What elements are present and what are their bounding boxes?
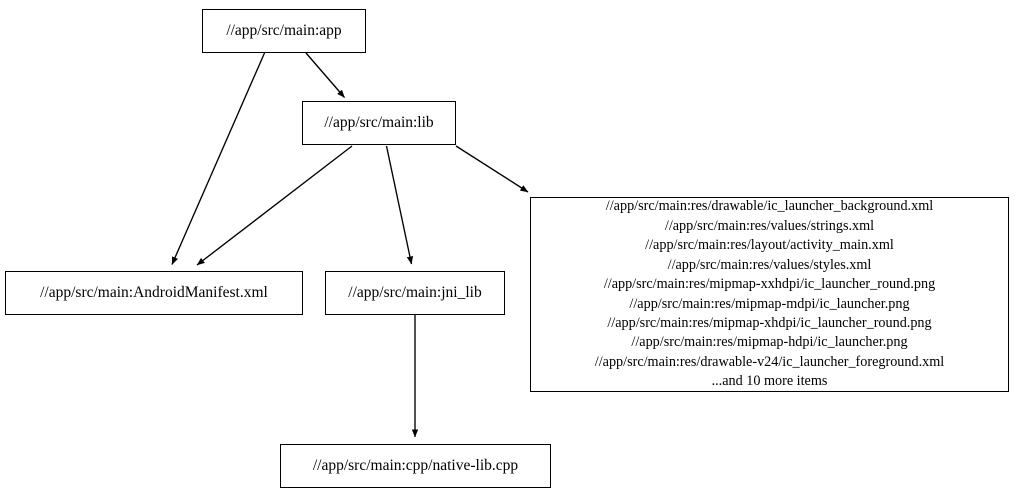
edge-app-to-lib xyxy=(305,52,346,98)
graph-node-native-lib[interactable]: //app/src/main:cpp/native-lib.cpp xyxy=(280,444,551,488)
edge-lib-to-res-group xyxy=(455,145,529,193)
graph-node-res-group[interactable]: //app/src/main:res/drawable/ic_launcher_… xyxy=(530,197,1009,392)
graph-node-lib-label: //app/src/main:lib xyxy=(324,114,434,132)
graph-node-android-manifest-label: //app/src/main:AndroidManifest.xml xyxy=(40,284,268,302)
graph-node-android-manifest[interactable]: //app/src/main:AndroidManifest.xml xyxy=(5,271,303,315)
graph-node-lib[interactable]: //app/src/main:lib xyxy=(302,101,456,145)
graph-node-res-group-label: //app/src/main:res/drawable/ic_launcher_… xyxy=(594,198,945,390)
graph-node-app-label: //app/src/main:app xyxy=(226,22,342,40)
graph-node-jni-lib-label: //app/src/main:jni_lib xyxy=(348,284,482,302)
graph-node-jni-lib[interactable]: //app/src/main:jni_lib xyxy=(325,271,505,315)
edge-lib-to-manifest xyxy=(196,145,353,266)
graph-node-native-lib-label: //app/src/main:cpp/native-lib.cpp xyxy=(312,457,519,475)
graph-node-app[interactable]: //app/src/main:app xyxy=(202,9,366,53)
edge-app-to-manifest xyxy=(171,52,266,265)
edge-lib-to-jni-lib xyxy=(385,145,414,265)
